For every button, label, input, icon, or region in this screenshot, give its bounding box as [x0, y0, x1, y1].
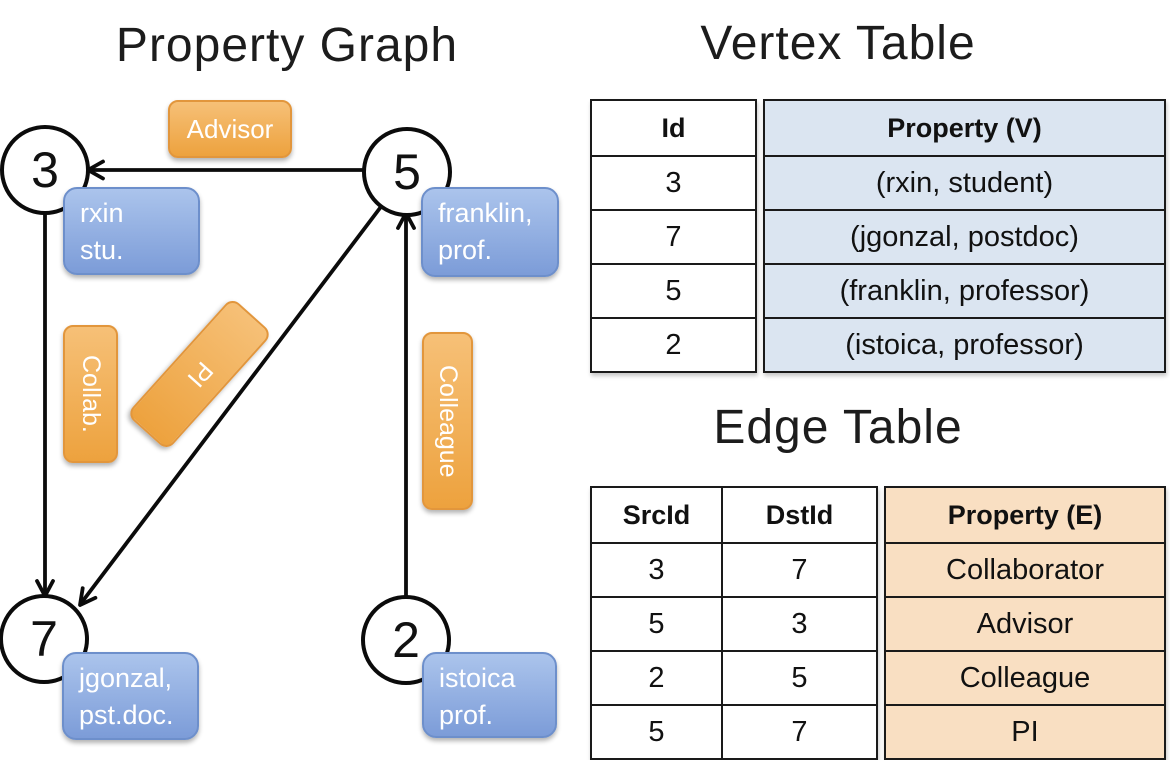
edge-table-dstid-header: DstId [765, 499, 834, 530]
vertex-node-3: 3 [0, 125, 90, 215]
vertex-property-line: pst.doc. [79, 700, 174, 730]
table-cell: 3 [791, 607, 808, 640]
edge-label-colleague: Colleague [422, 332, 473, 510]
vertex-id-label: 3 [31, 142, 59, 198]
edge-table-id-columns: SrcId DstId 3 7 5 3 2 5 5 7 [590, 486, 878, 760]
edge-label-collab: Collab. [63, 325, 118, 463]
table-cell: (istoica, professor) [765, 317, 1164, 371]
table-cell: 5 [791, 661, 808, 694]
edge-table-property-header: Property (E) [886, 488, 1164, 542]
vertex-table-title: Vertex Table [700, 17, 976, 70]
vertex-property-line: prof. [439, 700, 494, 730]
vertex-table-id-header: Id [661, 112, 686, 143]
table-cell: 7 [592, 209, 755, 263]
arrowhead-into-7-diagonal [78, 586, 98, 607]
table-cell: (franklin, professor) [765, 263, 1164, 317]
vertex-property-line: prof. [438, 235, 493, 265]
graph-section-title: Property Graph [115, 19, 459, 72]
vertex-table-id-column: Id 3 7 5 2 [590, 99, 757, 373]
edge-table-srcid-header: SrcId [592, 488, 723, 542]
vertex-property-line: rxin [80, 198, 124, 228]
table-cell: (rxin, student) [765, 155, 1164, 209]
table-cell: 7 [791, 715, 808, 748]
table-cell: 3 [592, 155, 755, 209]
edge-label-advisor: Advisor [168, 100, 292, 158]
edge-5-to-7 [80, 206, 382, 604]
vertex-property-callout-5: franklin, prof. [421, 187, 559, 277]
vertex-id-label: 7 [30, 611, 58, 667]
vertex-property-callout-7: jgonzal, pst.doc. [62, 652, 199, 740]
vertex-property-line: stu. [80, 235, 124, 265]
edge-table-title: Edge Table [713, 401, 963, 454]
vertex-id-label: 5 [393, 144, 421, 200]
table-cell: 5 [592, 706, 723, 758]
table-cell: Advisor [886, 596, 1164, 650]
table-cell: Colleague [886, 650, 1164, 704]
table-cell: Collaborator [886, 542, 1164, 596]
table-cell: 2 [592, 652, 723, 704]
vertex-table-property-column: Property (V) (rxin, student) (jgonzal, p… [763, 99, 1166, 373]
vertex-table-property-header: Property (V) [765, 101, 1164, 155]
table-cell: 2 [592, 317, 755, 371]
vertex-id-label: 2 [392, 612, 420, 668]
vertex-property-callout-2: istoica prof. [422, 652, 557, 738]
vertex-node-2: 2 [361, 595, 451, 685]
table-cell: 5 [592, 598, 723, 650]
vertex-property-line: franklin, [438, 198, 533, 228]
edge-table-property-column: Property (E) Collaborator Advisor Collea… [884, 486, 1166, 760]
table-cell: (jgonzal, postdoc) [765, 209, 1164, 263]
table-cell: PI [886, 704, 1164, 758]
table-cell: 7 [791, 553, 808, 586]
vertex-property-line: jgonzal, [79, 663, 173, 693]
table-cell: 5 [592, 263, 755, 317]
vertex-property-callout-3: rxin stu. [63, 187, 200, 275]
table-cell: 3 [592, 544, 723, 596]
vertex-property-line: istoica [439, 663, 516, 693]
